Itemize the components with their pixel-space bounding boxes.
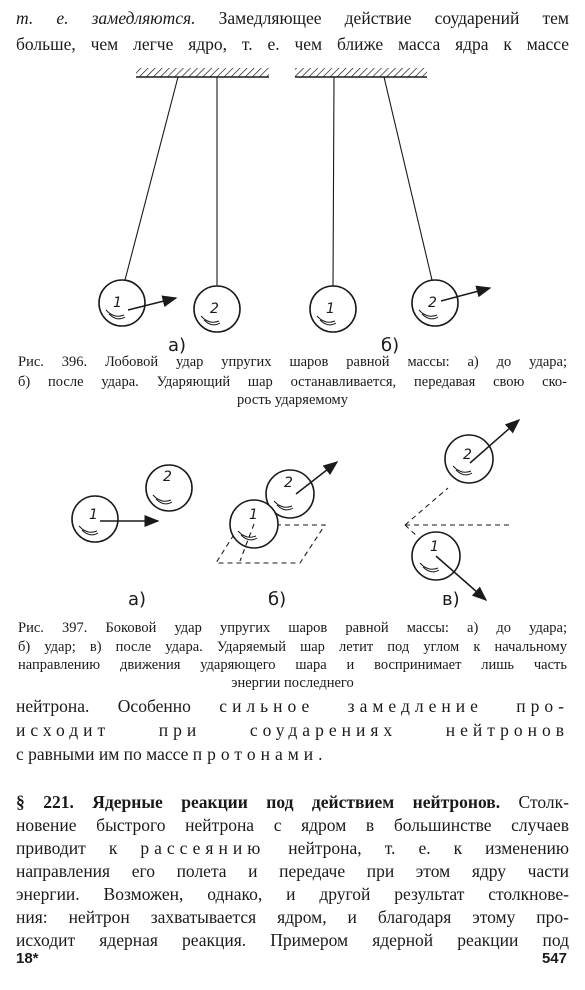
svg-text:2: 2 xyxy=(428,295,437,311)
caption-line: Рис. 396. Лобовой удар упругих шаров рав… xyxy=(18,354,567,370)
text-line: исходит при соударениях нейтронов xyxy=(16,720,569,740)
ball-2: 2 xyxy=(265,469,315,519)
ball-2: 2 xyxy=(193,285,241,333)
text-line: исходит ядерная реакция. Примером ядерно… xyxy=(16,930,569,950)
text-span: Замедляющее действие соударений тем xyxy=(195,8,569,28)
text-line: направления его полета и передаче при эт… xyxy=(16,861,569,881)
caption-line: Рис. 397. Боковой удар упругих шаров рав… xyxy=(18,620,567,636)
svg-text:2: 2 xyxy=(163,469,172,485)
caption-line: рость ударяемому xyxy=(237,392,348,408)
spaced-emphasis: протонами. xyxy=(192,744,328,764)
caption-line: б) после удара. Ударяющий шар останавлив… xyxy=(18,374,567,390)
ball-1: 1 xyxy=(98,279,146,327)
figure-396: 1 2 1 2 а) б) xyxy=(98,68,492,356)
velocity-arrow xyxy=(127,295,178,311)
velocity-arrow xyxy=(440,285,492,302)
spaced-emphasis: сильное замедление про- xyxy=(219,696,569,716)
pendulum-string xyxy=(124,76,179,281)
ball-1: 1 xyxy=(309,285,357,333)
svg-text:2: 2 xyxy=(210,301,219,317)
dashed-path xyxy=(239,523,255,562)
ball-2: 2 xyxy=(145,464,193,512)
figure-label: б) xyxy=(381,335,399,356)
text-line: новение быстрого нейтрона с ядром в боль… xyxy=(16,815,569,835)
ball-2: 2 xyxy=(411,279,459,327)
italic-phrase: т. е. замедляются. xyxy=(16,8,196,28)
velocity-arrow xyxy=(469,419,521,464)
figure-label: а) xyxy=(128,589,146,610)
text-span: с равными им по массе xyxy=(16,744,193,764)
velocity-arrow xyxy=(295,461,339,495)
ball-1: 1 xyxy=(71,495,119,543)
ceiling-support xyxy=(136,68,269,78)
ceiling-support xyxy=(295,68,427,78)
text-line: энергии. Возможен, однако, и другой резу… xyxy=(16,884,569,904)
svg-text:1: 1 xyxy=(430,539,439,555)
figure-label: а) xyxy=(168,335,186,356)
text-line: т. е. замедляются. Замедляющее действие … xyxy=(16,8,569,29)
dashed-path xyxy=(404,524,419,538)
text-line: с равными им по массе протонами. xyxy=(16,744,569,765)
dashed-path xyxy=(404,487,449,526)
text-span: нейтрона, т. е. к изменению xyxy=(265,838,569,858)
signature-mark: 18* xyxy=(16,950,39,967)
caption-line: энергии последнего xyxy=(231,675,354,691)
text-line: ния: нейтрон захватывается ядром, и благ… xyxy=(16,907,569,927)
pendulum-string xyxy=(332,76,335,287)
text-line: § 221. Ядерные реакции под действием ней… xyxy=(16,792,569,813)
text-span: нейтрона. Особенно xyxy=(16,696,220,716)
text-span: Столк- xyxy=(500,792,569,812)
caption-line: направлению движения ударяющего шара и в… xyxy=(18,657,567,673)
text-line: приводит к рассеянию нейтрона, т. е. к и… xyxy=(16,838,569,859)
figure-397: 2 1 2 1 2 1 а) б) в) xyxy=(71,419,521,610)
figure-label: в) xyxy=(442,589,460,610)
svg-text:2: 2 xyxy=(463,447,472,463)
svg-text:1: 1 xyxy=(249,507,258,523)
svg-text:1: 1 xyxy=(89,507,98,523)
svg-text:2: 2 xyxy=(284,475,293,491)
svg-text:1: 1 xyxy=(113,295,122,311)
dashed-plane xyxy=(215,524,327,564)
text-line: больше, чем легче ядро, т. е. чем ближе … xyxy=(16,34,569,54)
text-span: приводит к xyxy=(16,838,141,858)
pendulum-string xyxy=(383,76,433,281)
figure-label: б) xyxy=(268,589,286,610)
section-heading: § 221. Ядерные реакции под действием ней… xyxy=(16,792,501,812)
caption-line: б) удар; в) после удара. Ударяемый шар л… xyxy=(18,639,567,655)
velocity-arrow xyxy=(435,555,488,601)
spaced-emphasis: рассеянию xyxy=(140,838,266,858)
page-number: 547 xyxy=(541,950,567,967)
ball-2: 2 xyxy=(444,434,494,484)
svg-text:1: 1 xyxy=(326,301,335,317)
text-line: нейтрона. Особенно сильное замедление пр… xyxy=(16,696,569,717)
